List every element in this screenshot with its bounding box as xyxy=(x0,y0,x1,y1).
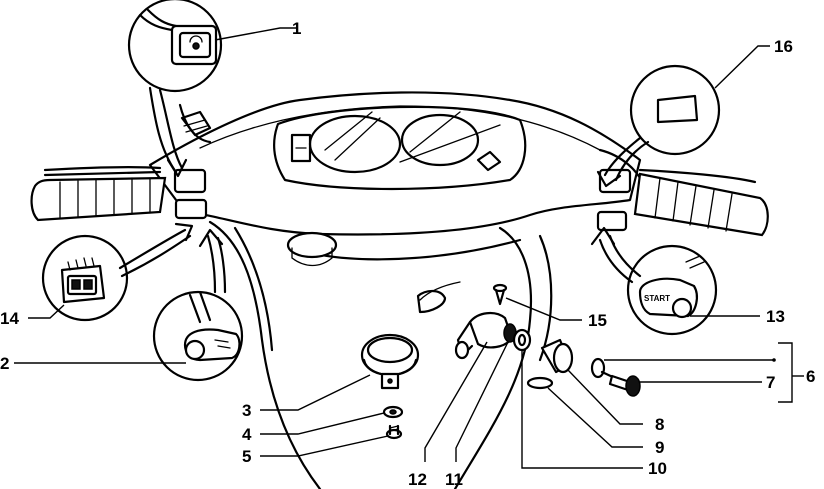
part-label-14: 14 xyxy=(0,309,19,328)
part-label-10: 10 xyxy=(648,459,667,478)
key-parts-6-7 xyxy=(590,357,641,397)
lock-part-8 xyxy=(540,338,574,374)
detail-circle-2 xyxy=(152,228,244,382)
part-labels: 1 16 14 2 3 4 5 12 11 10 9 8 15 13 7 6 xyxy=(0,19,815,489)
part-label-16: 16 xyxy=(774,37,793,56)
detail-circle-16 xyxy=(596,64,721,188)
detail-circle-switch-1 xyxy=(127,0,223,178)
detail-circle-14 xyxy=(41,222,194,322)
part-label-1: 1 xyxy=(292,19,301,38)
part-label-11: 11 xyxy=(445,470,463,489)
screw-part-5 xyxy=(385,424,403,440)
part-label-7: 7 xyxy=(766,373,775,392)
left-grip xyxy=(30,166,208,222)
frame-outline xyxy=(208,220,553,489)
washer-part-4 xyxy=(382,405,404,419)
spring-part-10 xyxy=(512,328,532,352)
screw-part-15 xyxy=(492,283,508,306)
right-grip xyxy=(596,168,769,237)
part-label-9: 9 xyxy=(655,438,664,457)
part-label-3: 3 xyxy=(242,401,251,420)
start-switch-text: START xyxy=(644,294,670,303)
pin-part-9 xyxy=(526,376,554,390)
part-label-4: 4 xyxy=(242,425,252,444)
part-label-12: 12 xyxy=(408,470,427,489)
part-label-2: 2 xyxy=(0,354,9,373)
part-label-5: 5 xyxy=(242,447,251,466)
leader-lines xyxy=(14,27,804,469)
part-label-13: 13 xyxy=(766,307,785,326)
detail-circle-13: START xyxy=(590,226,718,336)
part-label-8: 8 xyxy=(655,415,664,434)
horn-part-3 xyxy=(360,333,420,390)
part-label-6: 6 xyxy=(806,367,815,386)
part-label-15: 15 xyxy=(588,311,607,330)
handlebar-assembly xyxy=(148,91,647,236)
